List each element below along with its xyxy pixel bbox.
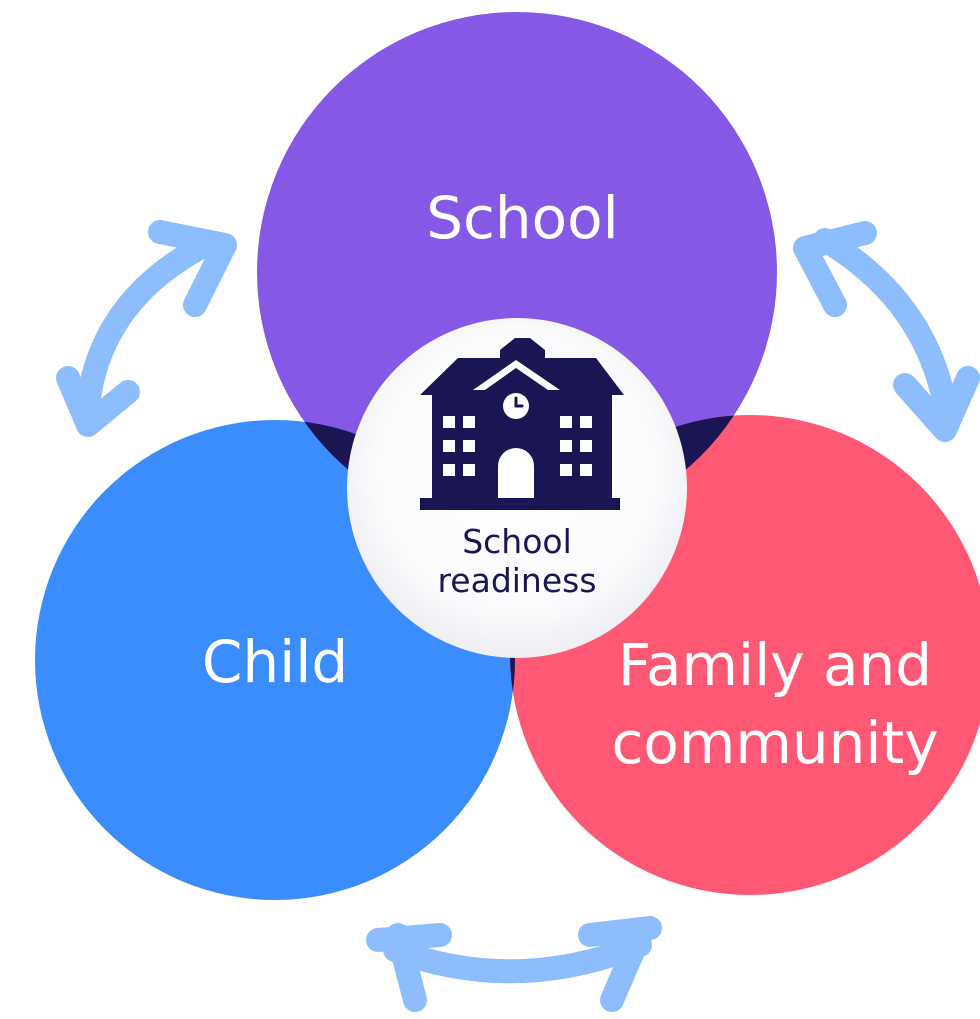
center-label-line1: School (462, 522, 572, 561)
school-label: School (426, 184, 619, 252)
school-building-icon (420, 338, 624, 510)
arrow-school-child-icon (56, 220, 237, 437)
school-building-details (443, 360, 592, 498)
family-label-line2: community (611, 709, 939, 777)
arrow-child-family-icon (366, 916, 662, 1012)
clock-icon (514, 396, 524, 408)
center-label-line2: readiness (437, 561, 597, 600)
child-label: Child (201, 628, 349, 696)
arrow-school-family-icon (793, 221, 980, 442)
family-label-line1: Family and (617, 631, 933, 699)
